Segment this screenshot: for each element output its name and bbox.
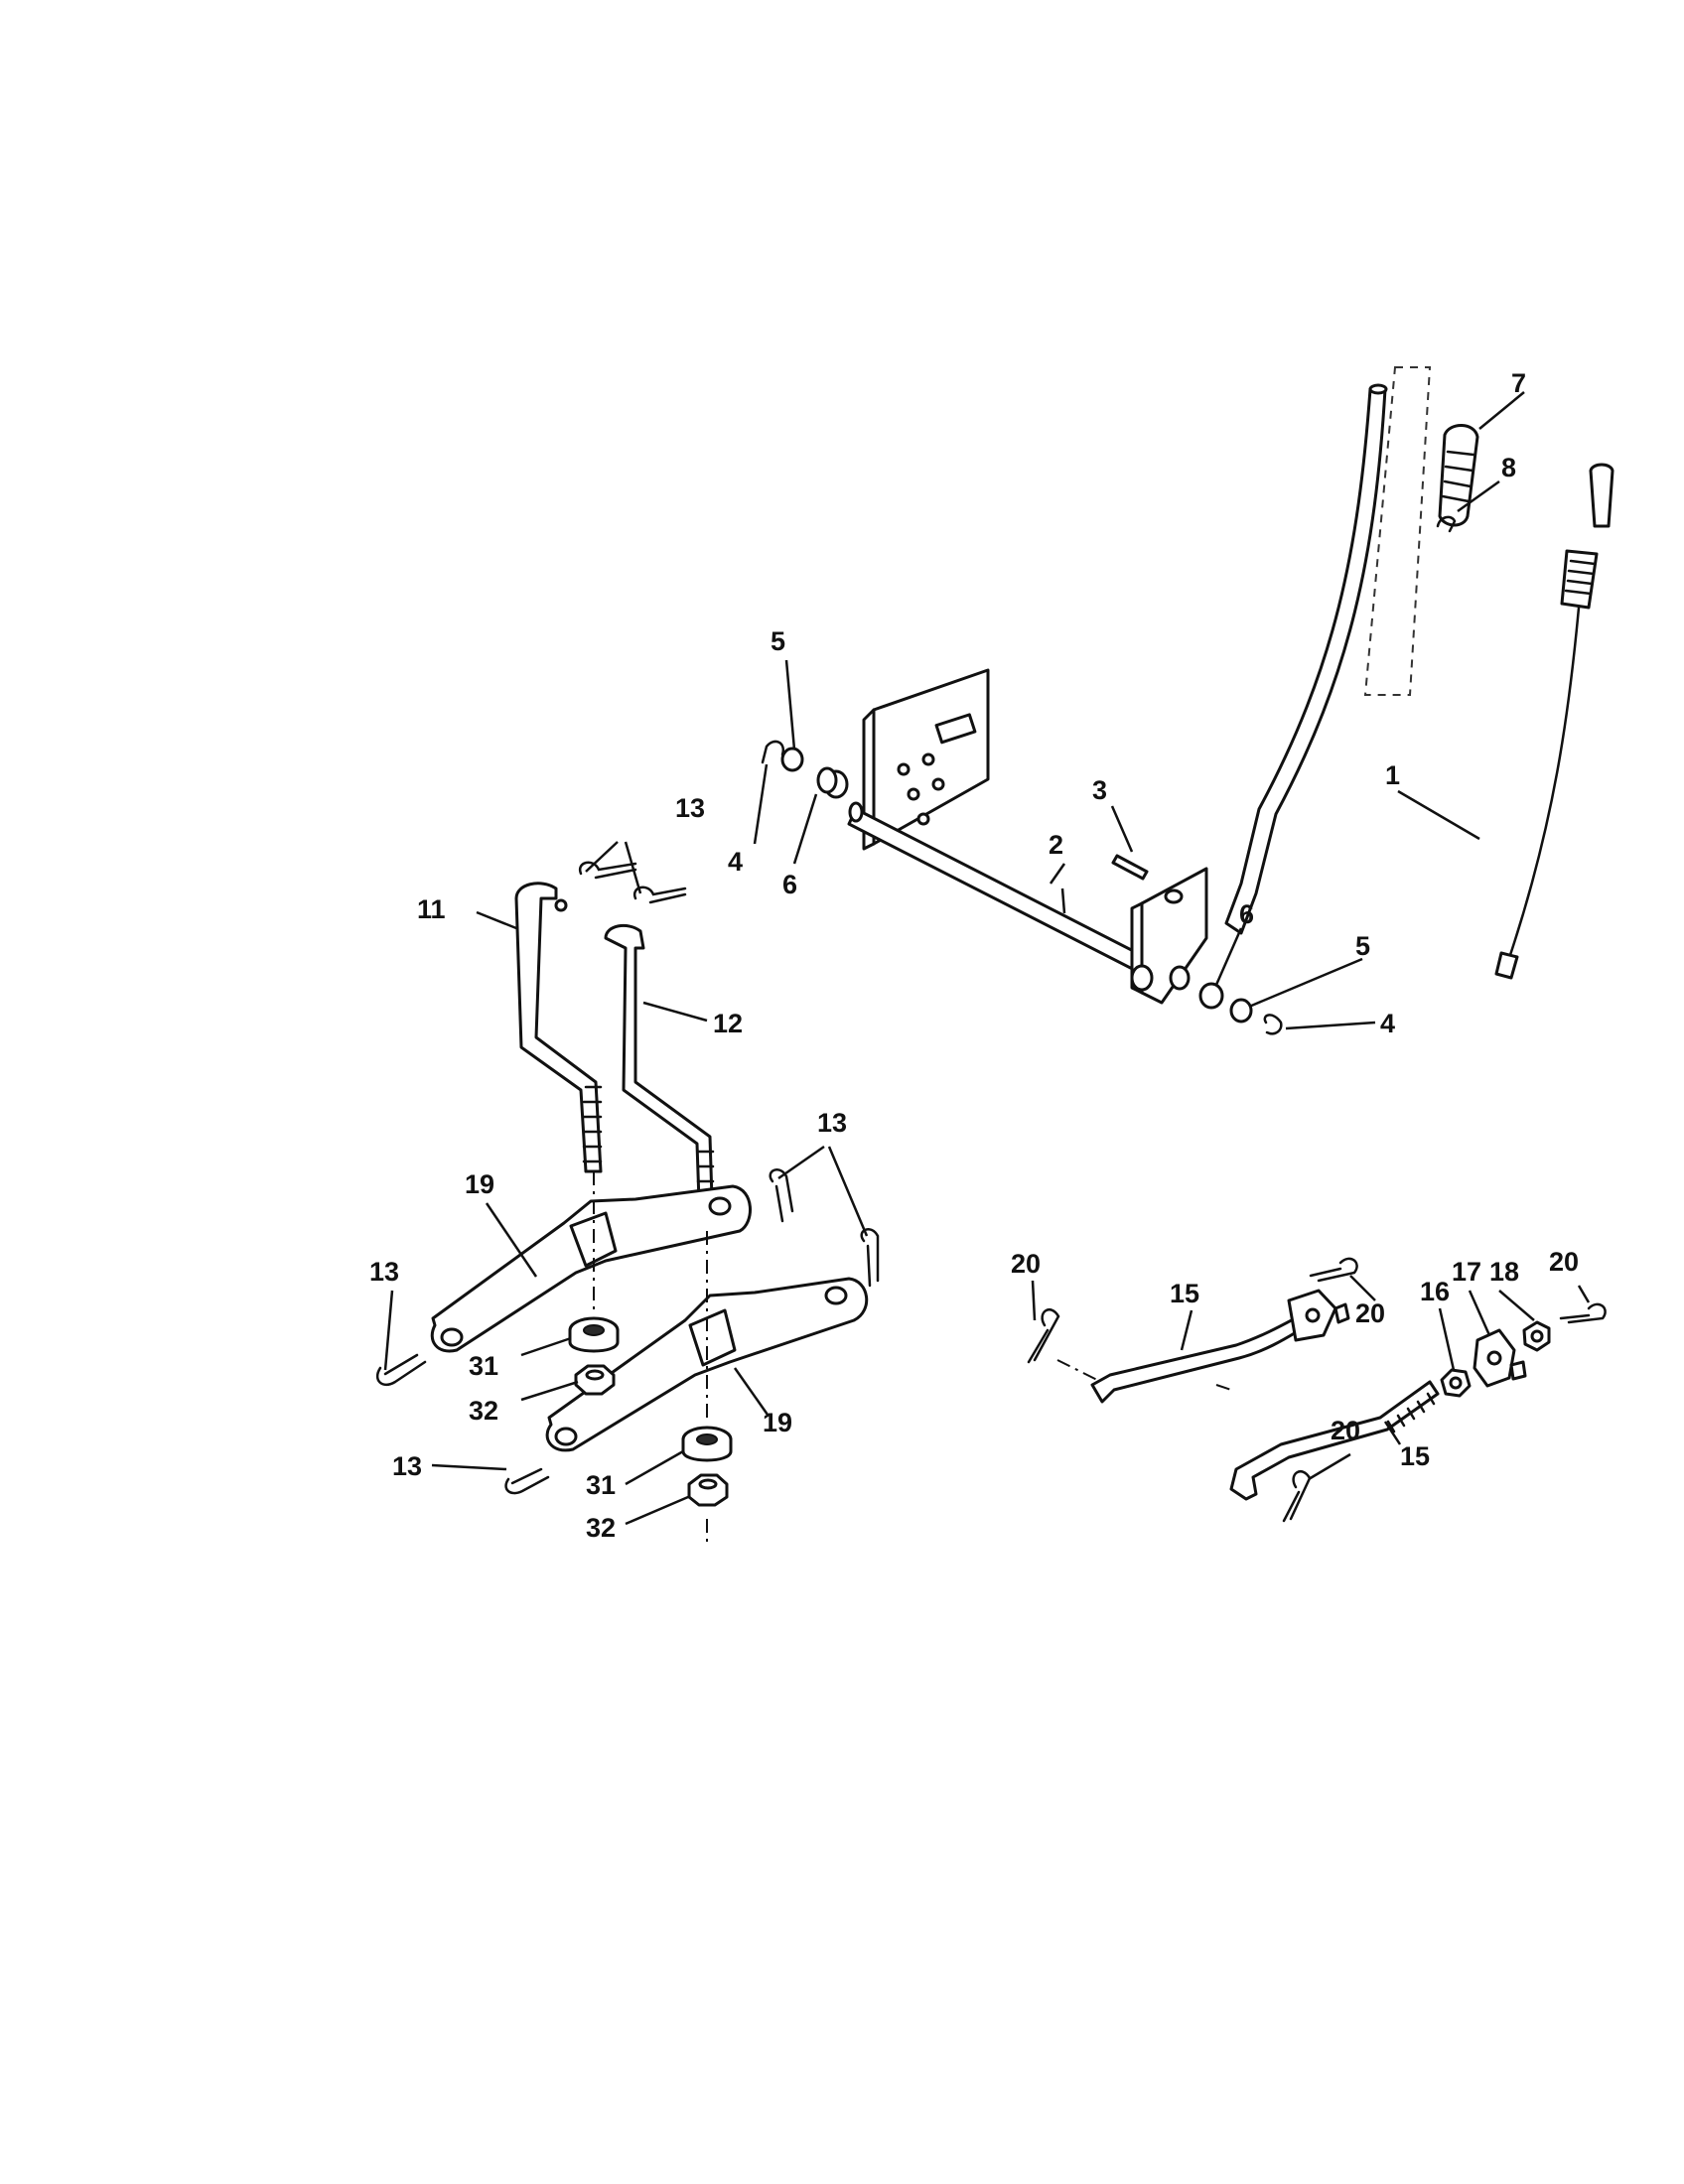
lift-shaft bbox=[847, 801, 1159, 980]
callout-6: 6 bbox=[782, 870, 797, 899]
callout-3: 3 bbox=[1092, 775, 1107, 805]
callout-32: 32 bbox=[469, 1396, 498, 1426]
trunnion-nut-16 bbox=[1440, 1368, 1472, 1398]
callout-18: 18 bbox=[1489, 1257, 1519, 1287]
callout-5: 5 bbox=[771, 626, 785, 656]
callout-32: 32 bbox=[586, 1513, 616, 1543]
trunnion-17 bbox=[1473, 1328, 1527, 1388]
callout-19: 19 bbox=[465, 1169, 494, 1199]
callout-4: 4 bbox=[728, 847, 743, 877]
callout-20: 20 bbox=[1331, 1416, 1360, 1445]
trunnion-nut-18 bbox=[1522, 1320, 1551, 1352]
callout-16: 16 bbox=[1420, 1277, 1450, 1306]
left-shaft-hardware bbox=[761, 740, 849, 799]
lift-link-12 bbox=[604, 923, 715, 1233]
nut-upper bbox=[574, 1364, 616, 1396]
pivot-plate bbox=[862, 668, 990, 851]
link-rod-upper bbox=[1090, 1289, 1350, 1404]
hairpin-clips-rear bbox=[1027, 1257, 1607, 1523]
bushing-lower bbox=[681, 1426, 733, 1462]
callout-1: 1 bbox=[1385, 760, 1400, 790]
nut-lower bbox=[687, 1473, 729, 1507]
callout-labels: 1 2 3 4 4 5 5 6 6 7 8 11 12 13 13 13 13 … bbox=[369, 368, 1579, 1543]
callout-20: 20 bbox=[1355, 1298, 1385, 1328]
callout-31: 31 bbox=[586, 1470, 616, 1500]
callout-11: 11 bbox=[417, 894, 446, 924]
hairpin-clips-top bbox=[578, 861, 687, 904]
callout-2: 2 bbox=[1049, 830, 1063, 860]
roll-pin bbox=[1111, 854, 1149, 881]
callout-12: 12 bbox=[713, 1009, 743, 1038]
bushing-upper bbox=[568, 1316, 620, 1353]
callout-13: 13 bbox=[675, 793, 705, 823]
callout-13: 13 bbox=[817, 1108, 847, 1138]
lift-arm-lower bbox=[545, 1277, 869, 1452]
callout-13: 13 bbox=[392, 1451, 422, 1481]
callout-8: 8 bbox=[1501, 453, 1516, 482]
hairpin-clips-arms bbox=[375, 1168, 880, 1495]
callout-20: 20 bbox=[1011, 1249, 1041, 1279]
handle-grip bbox=[1436, 424, 1479, 533]
callout-4: 4 bbox=[1380, 1009, 1395, 1038]
lift-link-11 bbox=[514, 882, 603, 1173]
callout-31: 31 bbox=[469, 1351, 498, 1381]
callout-7: 7 bbox=[1511, 368, 1526, 398]
callout-15: 15 bbox=[1400, 1441, 1430, 1471]
height-cable bbox=[1494, 463, 1614, 980]
lift-handle bbox=[1224, 366, 1432, 935]
callout-6: 6 bbox=[1239, 899, 1254, 929]
callout-13: 13 bbox=[369, 1257, 399, 1287]
leader-lines bbox=[383, 391, 1591, 1526]
right-shaft-hardware bbox=[1198, 982, 1283, 1035]
link-rod-lower bbox=[1229, 1380, 1440, 1501]
handle-bracket bbox=[1130, 867, 1208, 1005]
callout-5: 5 bbox=[1355, 931, 1370, 961]
callout-19: 19 bbox=[763, 1408, 792, 1437]
center-lines bbox=[593, 1171, 1232, 1544]
callout-17: 17 bbox=[1452, 1257, 1481, 1287]
callout-15: 15 bbox=[1170, 1279, 1199, 1308]
callout-20: 20 bbox=[1549, 1247, 1579, 1277]
